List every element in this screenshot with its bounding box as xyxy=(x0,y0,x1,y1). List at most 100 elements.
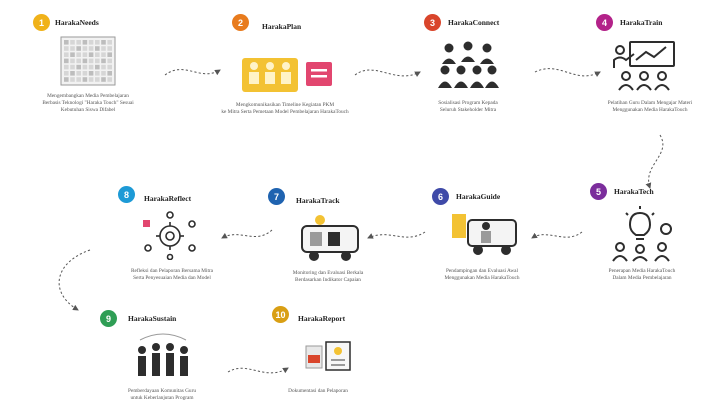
arrow-9-10 xyxy=(227,367,289,374)
step-title: HarakaSustain xyxy=(128,314,177,323)
grid-cell xyxy=(70,46,75,51)
audience-icon xyxy=(438,41,499,88)
step-number-badge: 2 xyxy=(232,14,249,31)
grid-cell xyxy=(64,77,69,82)
grid-cell xyxy=(70,40,75,45)
grid-cell xyxy=(107,77,112,82)
step-title: HarakaNeeds xyxy=(55,18,99,27)
arrow-4-5 xyxy=(645,134,664,189)
grid-cell xyxy=(64,40,69,45)
grid-cell xyxy=(82,64,88,70)
step-title: HarakaReflect xyxy=(144,194,192,203)
arrow-6-7 xyxy=(367,231,426,239)
arrow-5-6 xyxy=(531,231,583,239)
grid-cell xyxy=(88,71,94,76)
grid-cell xyxy=(95,46,100,51)
step-description: Monitoring dan Evaluasi Berkala Berdasar… xyxy=(292,270,364,283)
grid-cell xyxy=(95,77,100,82)
team-planning-icon xyxy=(242,58,332,92)
report-document-icon xyxy=(305,341,351,371)
training-icon xyxy=(613,41,675,91)
grid-cell xyxy=(107,64,112,70)
grid-cell xyxy=(82,77,88,82)
step-title: HarakaTech xyxy=(614,187,654,196)
step-description: Pemberdayaan Komunitas Guru untuk Keberl… xyxy=(128,388,196,401)
grid-cell xyxy=(101,64,106,70)
grid-cell xyxy=(70,77,75,82)
reflect-gears-icon xyxy=(143,211,196,260)
step-description: Pendampingan dan Evaluasi Awal Menggunak… xyxy=(444,268,520,281)
step-title: HarakaPlan xyxy=(262,22,302,31)
grid-cell xyxy=(70,71,75,76)
grid-cell xyxy=(82,71,88,76)
guide-truck-icon xyxy=(452,214,517,255)
step-title: HarakaTrain xyxy=(620,18,663,27)
grid-cell xyxy=(101,46,106,51)
grid-cell xyxy=(82,46,88,51)
arrow-8-9 xyxy=(58,249,91,311)
grid-cell xyxy=(95,71,100,76)
grid-cell xyxy=(88,40,94,45)
grid-cell xyxy=(107,58,112,64)
step-number-badge: 1 xyxy=(33,14,50,31)
step-title: HarakaConnect xyxy=(448,18,500,27)
grid-cell xyxy=(64,64,69,70)
grid-cell xyxy=(107,71,112,76)
grid-cell xyxy=(95,52,100,57)
step-title: HarakaTrack xyxy=(296,196,340,205)
grid-cell xyxy=(88,77,94,82)
grid-cell xyxy=(76,58,81,64)
step-number-badge: 4 xyxy=(596,14,613,31)
grid-cell xyxy=(107,52,112,57)
grid-cell xyxy=(101,40,106,45)
grid-cell xyxy=(64,52,69,57)
step-description: Penerapan Media HarakaTouch Dalam Media … xyxy=(608,268,676,281)
grid-cell xyxy=(76,71,81,76)
grid-cell xyxy=(76,40,81,45)
arrow-2-3 xyxy=(354,69,421,77)
grid-cell xyxy=(107,46,112,51)
grid-cell xyxy=(70,52,75,57)
grid-cell xyxy=(95,64,100,70)
arrow-3-4 xyxy=(534,68,601,77)
grid-cell xyxy=(101,58,106,64)
grid-cell xyxy=(88,52,94,57)
grid-cell xyxy=(82,40,88,45)
grid-cell xyxy=(88,58,94,64)
grid-cell xyxy=(76,77,81,82)
step-number-badge: 8 xyxy=(118,186,135,203)
track-truck-icon xyxy=(301,215,359,261)
step-description: Sosialisasi Program Kepada Seluruh Stake… xyxy=(438,100,498,113)
grid-cell xyxy=(107,40,112,45)
community-icon xyxy=(138,333,188,376)
grid-cell xyxy=(88,46,94,51)
grid-cell xyxy=(95,40,100,45)
grid-cell xyxy=(101,52,106,57)
step-description: Mengkomunikasikan Timeline Kegiatan PKM … xyxy=(221,102,349,115)
step-number-badge: 5 xyxy=(590,183,607,200)
grid-cell xyxy=(101,77,106,82)
step-number-badge: 7 xyxy=(268,188,285,205)
grid-cell xyxy=(88,64,94,70)
grid-cell xyxy=(64,71,69,76)
step-title: HarakaGuide xyxy=(456,192,501,201)
grid-cell xyxy=(64,46,69,51)
step-number-badge: 6 xyxy=(432,188,449,205)
grid-board-icon xyxy=(60,36,116,86)
step-number-badge: 10 xyxy=(272,306,289,323)
grid-cell xyxy=(95,58,100,64)
step-description: Refleksi dan Pelaporan Bersama Mitra Ser… xyxy=(130,268,214,281)
step-title: HarakaReport xyxy=(298,314,346,323)
arrow-1-2 xyxy=(164,69,221,76)
step-number-badge: 9 xyxy=(100,310,117,327)
grid-cell xyxy=(76,52,81,57)
grid-cell xyxy=(70,58,75,64)
grid-cell xyxy=(70,64,75,70)
step-description: Pelatihan Guru Dalam Mengajar Materi Men… xyxy=(607,100,693,113)
step-description: Dokumentasi dan Pelaporan xyxy=(288,388,348,394)
grid-cell xyxy=(64,58,69,64)
grid-cell xyxy=(76,46,81,51)
step-description: Mengembangkan Media Pembelajaran Berbasi… xyxy=(42,93,134,113)
